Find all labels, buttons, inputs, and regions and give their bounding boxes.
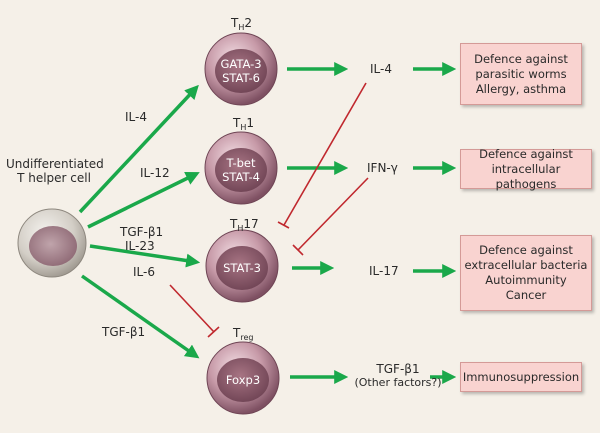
subset-title-treg: Treg xyxy=(233,326,254,342)
subset-title-th2: TH2 xyxy=(231,16,252,32)
cell-th17 xyxy=(205,229,279,303)
th2-factors: GATA-3 STAT-6 xyxy=(201,57,281,85)
th1-factors: T-bet STAT-4 xyxy=(201,156,281,184)
arrow-to-th2 xyxy=(78,84,199,214)
undifferentiated-label-line1: Undifferentiated xyxy=(6,157,104,171)
cell-th2 xyxy=(204,32,278,106)
function-th1-line2: intracellular pathogens xyxy=(491,161,561,191)
cell-th1 xyxy=(204,131,278,205)
arrow-to-th1 xyxy=(87,172,200,229)
cell-treg xyxy=(206,341,280,415)
output-label-il4: IL-4 xyxy=(370,62,392,76)
subset-title-th17: TH17 xyxy=(230,217,259,233)
function-th17-line4: Cancer xyxy=(505,288,547,302)
factor-stat4: STAT-4 xyxy=(222,170,260,184)
undifferentiated-label: Undifferentiated T helper cell xyxy=(6,157,104,185)
function-th2-line1: Defence against xyxy=(474,51,568,66)
treg-factors: Foxp3 xyxy=(203,373,283,387)
undifferentiated-cell xyxy=(17,208,87,278)
function-th2-line2: parasitic worms xyxy=(475,66,567,81)
input-label-il12: IL-12 xyxy=(140,166,170,180)
function-box-treg: Immunosuppression xyxy=(460,362,582,392)
inhibit-ifng-th17 xyxy=(297,177,369,251)
factor-tbet: T-bet xyxy=(226,156,256,170)
function-box-th17: Defence against extracellular bacteria A… xyxy=(460,235,592,311)
input-label-il4: IL-4 xyxy=(125,110,147,124)
output-label-other-factors: (Other factors?) xyxy=(354,376,442,389)
input-label-tgfb1-treg: TGF-β1 xyxy=(102,325,146,339)
function-th2-line3: Allergy, asthma xyxy=(475,81,567,96)
inhibit-il6-treg-bar xyxy=(207,326,220,338)
function-th17-line2: extracellular bacteria xyxy=(464,258,588,272)
function-th17-line3: Autoimmunity xyxy=(485,273,567,287)
th17-factors: STAT-3 xyxy=(202,261,282,275)
function-th17-line1: Defence against xyxy=(479,243,573,257)
factor-stat3: STAT-3 xyxy=(223,261,261,275)
output-label-tgfb1: TGF-β1 xyxy=(376,362,420,376)
inhibit-il6-treg xyxy=(169,284,215,333)
factor-gata3: GATA-3 xyxy=(220,57,262,71)
undifferentiated-label-line2: T helper cell xyxy=(17,171,91,185)
inhibit-ifng-th17-bar xyxy=(292,244,304,256)
output-label-treg: TGF-β1 (Other factors?) xyxy=(350,362,446,390)
arrow-to-treg xyxy=(80,274,200,359)
inhibit-il4-th17 xyxy=(283,82,367,226)
inhibit-il4-th17-bar xyxy=(277,221,290,229)
input-label-tgfb1-th17: TGF-β1 xyxy=(120,225,164,239)
subset-title-th1: TH1 xyxy=(233,116,254,132)
output-label-il17: IL-17 xyxy=(369,264,399,278)
factor-stat6: STAT-6 xyxy=(222,71,260,85)
function-treg-line1: Immunosuppression xyxy=(462,369,580,384)
function-box-th1: Defence against intracellular pathogens xyxy=(460,146,592,191)
function-box-th2: Defence against parasitic worms Allergy,… xyxy=(460,43,582,105)
input-label-il6: IL-6 xyxy=(133,265,155,279)
inhibition-lines xyxy=(169,82,369,338)
factor-foxp3: Foxp3 xyxy=(225,373,261,387)
input-label-il23: IL-23 xyxy=(125,239,155,253)
function-th1-line1: Defence against xyxy=(479,146,573,161)
output-label-ifng: IFN-γ xyxy=(367,161,398,175)
arrow-to-th17 xyxy=(89,244,201,268)
